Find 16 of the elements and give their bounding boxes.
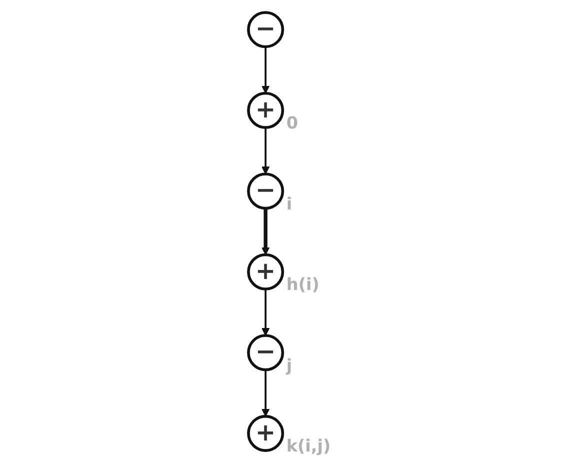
arrow	[261, 46, 270, 94]
arrow	[261, 369, 270, 416]
arrow	[261, 208, 270, 255]
arrow	[261, 127, 270, 174]
node-circle: −	[246, 172, 284, 210]
node-circle: +	[246, 91, 284, 128]
subscript-label: k(i,j)	[286, 435, 331, 456]
node-circle: +	[246, 414, 284, 452]
subscript-label: 0	[286, 112, 298, 132]
subscript-label: i	[286, 192, 292, 213]
arrow	[261, 288, 270, 336]
node-circle: −	[246, 10, 284, 48]
subscript-label: h(i)	[286, 274, 320, 294]
subscript-label: j	[286, 354, 292, 374]
node-circle: +	[246, 252, 284, 290]
node-circle: −	[246, 334, 284, 371]
